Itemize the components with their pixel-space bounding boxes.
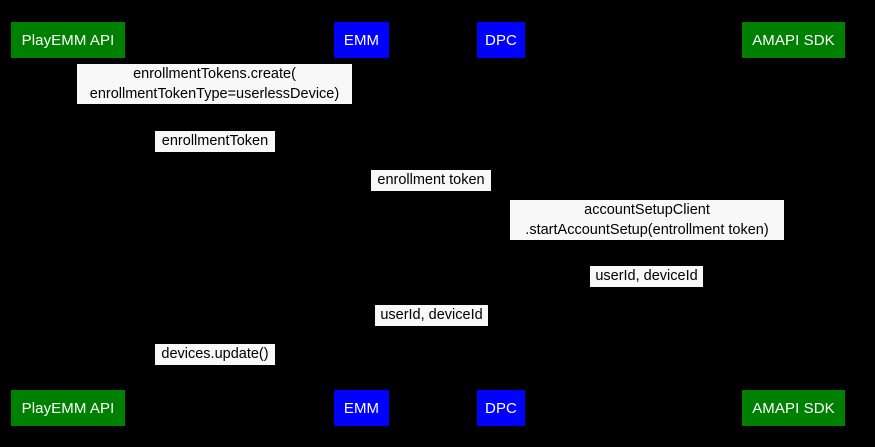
message-label-msg-enrollment-tokens-create: enrollmentTokens.create( enrollmentTokenT… [77, 64, 352, 104]
participant-label: DPC [485, 399, 517, 417]
participant-label: EMM [343, 399, 380, 417]
message-line: userId, deviceId [380, 307, 483, 323]
participant-playemm-api-bottom[interactable]: PlayEMM API [11, 390, 125, 426]
message-label-msg-enrollment-token-response: enrollmentToken [155, 131, 275, 152]
participant-label: PlayEMM API [21, 399, 115, 417]
message-label-msg-userid-deviceid-sdk-to-dpc: userId, deviceId [590, 266, 703, 287]
message-line: userId, deviceId [595, 268, 698, 284]
lifeline-playemm-api [68, 58, 69, 390]
message-label-msg-devices-update: devices.update() [155, 344, 275, 365]
participant-label: EMM [343, 31, 380, 49]
message-line: enrollmentTokenType=userlessDevice) [89, 86, 340, 102]
participant-dpc-top[interactable]: DPC [477, 22, 525, 58]
message-line: enrollment token [377, 172, 485, 188]
message-line: devices.update() [161, 346, 269, 362]
participant-amapi-sdk-bottom[interactable]: AMAPI SDK [742, 390, 845, 426]
message-line: accountSetupClient [584, 202, 710, 218]
participant-emm-bottom[interactable]: EMM [334, 390, 389, 426]
participant-dpc-bottom[interactable]: DPC [477, 390, 525, 426]
participant-label: PlayEMM API [21, 31, 115, 49]
message-label-msg-enrollment-token: enrollment token [371, 170, 491, 191]
message-label-msg-userid-deviceid-dpc-to-emm: userId, deviceId [375, 305, 488, 326]
participant-emm-top[interactable]: EMM [334, 22, 389, 58]
participant-label: AMAPI SDK [752, 31, 835, 49]
participant-label: AMAPI SDK [752, 399, 835, 417]
message-line: enrollmentToken [161, 133, 269, 149]
participant-label: DPC [485, 31, 517, 49]
message-line: .startAccountSetup(entrollment token) [525, 222, 769, 238]
lifeline-dpc [501, 58, 502, 390]
lifeline-amapi-sdk [794, 58, 795, 390]
participant-amapi-sdk-top[interactable]: AMAPI SDK [742, 22, 845, 58]
lifeline-emm [362, 58, 363, 390]
message-label-msg-start-account-setup: accountSetupClient .startAccountSetup(ent… [510, 200, 784, 240]
participant-playemm-api-top[interactable]: PlayEMM API [11, 22, 125, 58]
message-line: enrollmentTokens.create( [133, 66, 296, 82]
